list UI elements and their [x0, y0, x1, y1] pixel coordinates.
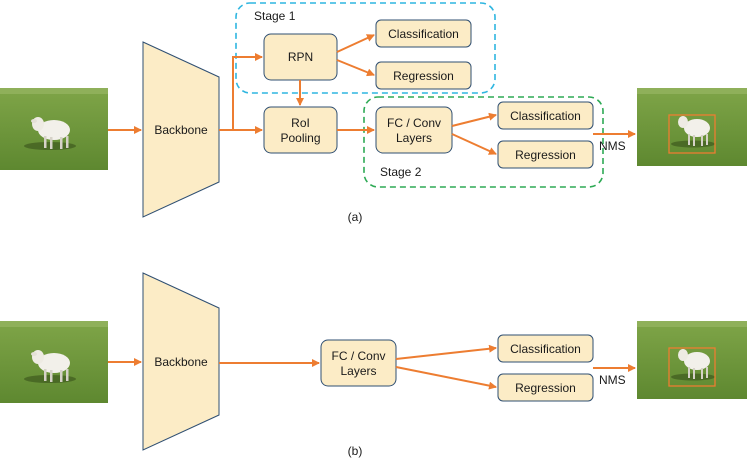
nms-label-b: NMS — [599, 373, 626, 387]
fc-label-line1-b: FC / Conv — [331, 349, 385, 363]
fc-conv-box-b — [320, 339, 397, 387]
fc-label-line2-b: Layers — [340, 364, 376, 378]
roi-label-line1: RoI — [291, 116, 310, 130]
stage1-label: Stage 1 — [254, 9, 296, 23]
fc-label-line2-a: Layers — [396, 131, 432, 145]
stage2-regression-box — [497, 140, 594, 169]
arrow-fc-to-regression-b — [395, 366, 497, 390]
arrow-fc-to-classification-a — [451, 112, 497, 127]
arrow-rpn-to-classification — [336, 34, 375, 53]
backbone-label-b: Backbone — [154, 355, 208, 369]
stage1-regression-label: Regression — [393, 69, 454, 83]
backbone-block-a — [142, 41, 220, 218]
roi-label-line2: Pooling — [280, 131, 320, 145]
backbone-block-b — [142, 272, 220, 451]
caption-b: (b) — [348, 444, 363, 458]
bounding-box-a — [668, 114, 716, 154]
fc-conv-box-a — [375, 106, 453, 154]
stage2-label: Stage 2 — [380, 165, 422, 179]
nms-label-a: NMS — [599, 139, 626, 153]
classification-box-b — [497, 334, 594, 363]
output-image-b — [637, 321, 747, 399]
caption-a: (a) — [348, 210, 363, 224]
arrows-b — [108, 344, 636, 390]
stage1-classification-label: Classification — [388, 27, 459, 41]
rpn-label: RPN — [288, 50, 313, 64]
arrow-fc-to-classification-b — [395, 344, 497, 360]
roi-pooling-box — [263, 106, 338, 154]
fc-label-line1-a: FC / Conv — [387, 116, 441, 130]
stage1-region — [235, 2, 496, 94]
regression-label-b: Regression — [515, 381, 576, 395]
stage2-region — [363, 96, 604, 188]
stage1-classification-box — [375, 19, 472, 48]
stage1-regression-box — [375, 61, 472, 90]
stage2-classification-label: Classification — [510, 109, 581, 123]
backbone-label-a: Backbone — [154, 123, 208, 137]
regression-box-b — [497, 373, 594, 402]
arrow-backbone-to-rpn — [232, 53, 263, 130]
arrow-fc-to-regression-a — [451, 133, 497, 155]
classification-label-b: Classification — [510, 342, 581, 356]
arrow-rpn-to-regression — [336, 59, 375, 77]
input-image-a — [0, 88, 108, 170]
bounding-box-b — [668, 347, 716, 387]
diagram-a: Stage 1 Stage 2 Backbone RPN Classificat… — [0, 2, 747, 224]
input-image-b — [0, 321, 108, 403]
stage2-classification-box — [497, 101, 594, 130]
diagram-b: Backbone FC / Conv Layers Classification… — [0, 272, 747, 458]
output-image-a — [637, 88, 747, 166]
arrows-a — [108, 34, 636, 155]
stage2-regression-label: Regression — [515, 148, 576, 162]
